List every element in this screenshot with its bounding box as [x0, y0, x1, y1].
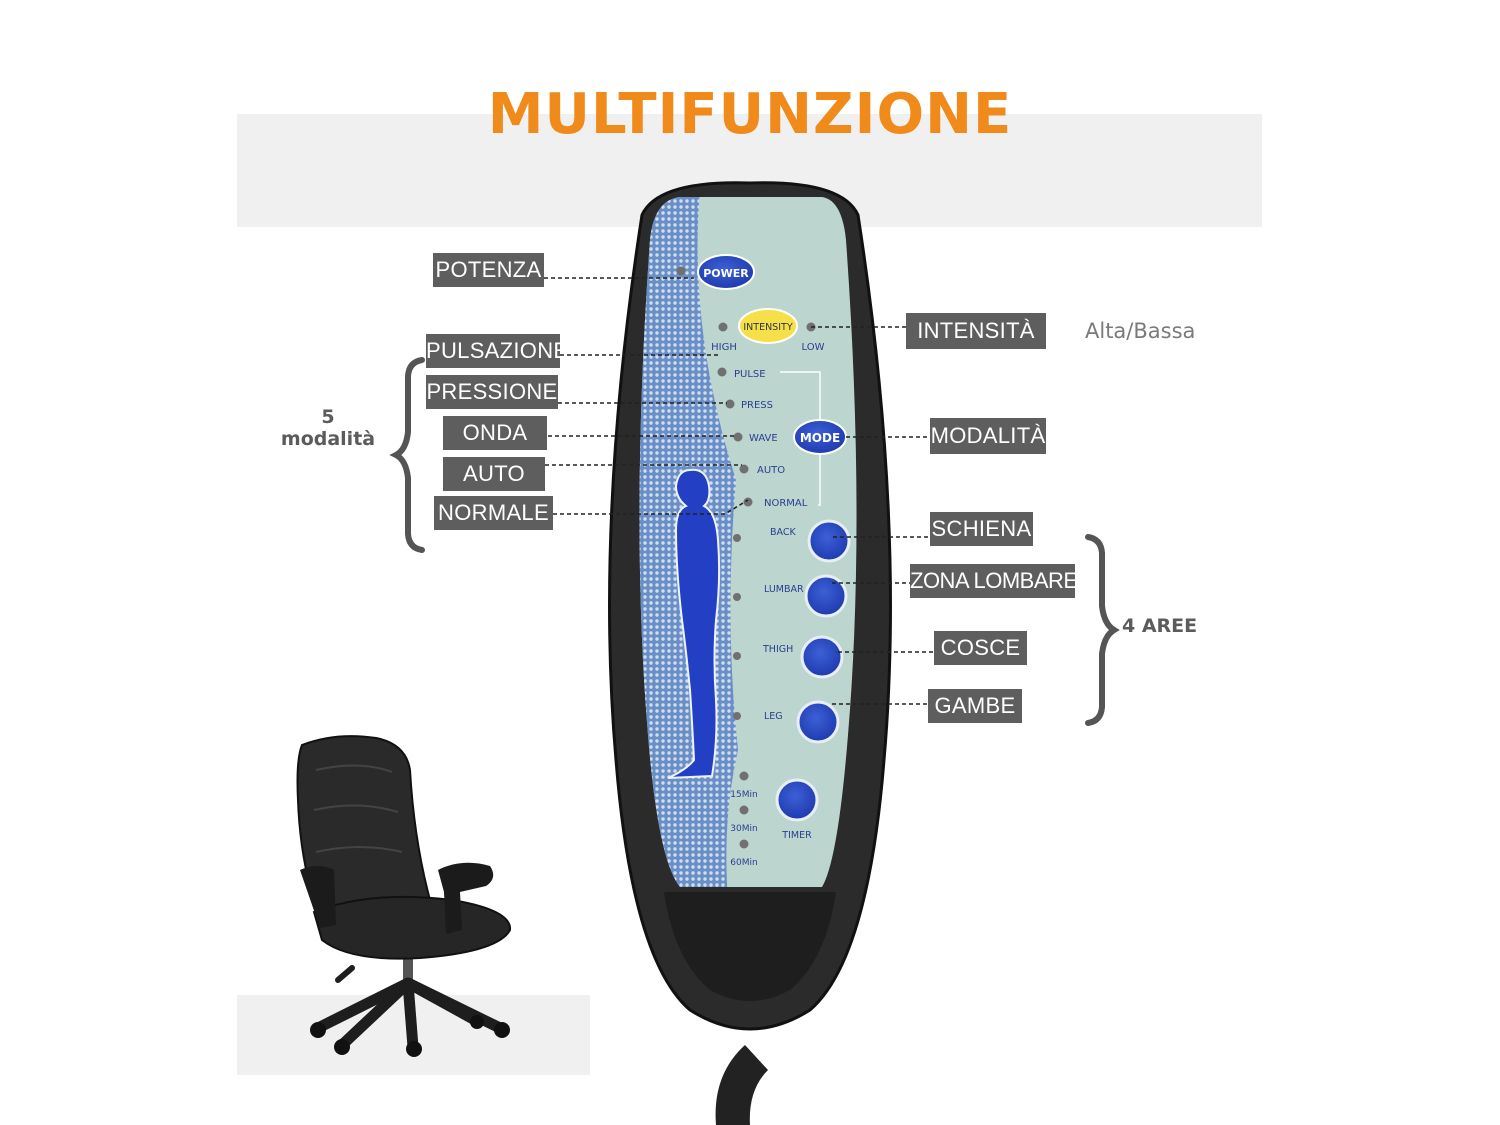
timer-30-led [739, 805, 749, 815]
pulse-led [717, 367, 727, 377]
high-led [718, 322, 728, 332]
mode-label-press: PRESS [741, 400, 773, 411]
area-label-thigh: THIGH [762, 644, 793, 655]
normal-led [743, 497, 753, 507]
intensity-button[interactable] [738, 308, 798, 344]
press-led [725, 399, 735, 409]
back-button[interactable] [807, 519, 851, 563]
human-body-icon [667, 468, 721, 779]
low-label: LOW [802, 342, 825, 353]
power-button-label: POWER [703, 267, 749, 280]
leg-led [733, 712, 741, 720]
back-led [733, 534, 741, 542]
mode-button-label: MODE [800, 431, 840, 445]
label-potenza: POTENZA [433, 253, 544, 287]
mode-label-wave: WAVE [749, 433, 778, 444]
label-schiena: SCHIENA [930, 512, 1033, 546]
intensity-range-note: Alta/Bassa [1085, 319, 1196, 343]
area-label-leg: LEG [764, 711, 783, 722]
timer-15-led [739, 771, 749, 781]
leader-lines [544, 277, 934, 705]
timer-60-led [739, 839, 749, 849]
area-label-lumbar: LUMBAR [764, 584, 804, 595]
timer-option-60: 60Min [730, 858, 757, 868]
areas-count-label: 4 AREE [1122, 615, 1198, 637]
remote-base [664, 892, 836, 1001]
label-zona-lombare: ZONA LOMBARE [910, 564, 1078, 598]
modes-count-label: 5 modalità [270, 406, 386, 450]
lumbar-button[interactable] [804, 574, 848, 618]
mode-label-pulse: PULSE [734, 369, 766, 380]
lumbar-led [733, 593, 741, 601]
timer-label: TIMER [781, 830, 812, 841]
auto-led [739, 464, 749, 474]
label-onda: ONDA [443, 416, 547, 450]
page-title: MULTIFUNZIONE [487, 82, 1013, 147]
label-modalita: MODALITÀ [930, 418, 1046, 454]
areas-brace [1085, 534, 1120, 726]
label-pulsazione: PULSAZIONE [426, 334, 568, 368]
modes-brace [389, 357, 425, 553]
thigh-button[interactable] [800, 635, 844, 679]
timer-option-30: 30Min [730, 824, 757, 834]
modes-count-number: 5 [321, 406, 335, 428]
timer-button[interactable] [775, 778, 819, 822]
area-label-back: BACK [770, 527, 796, 538]
mode-label-auto: AUTO [757, 465, 785, 476]
label-gambe: GAMBE [928, 689, 1022, 723]
label-pressione: PRESSIONE [426, 375, 558, 409]
label-cosce: COSCE [934, 631, 1027, 665]
label-normale: NORMALE [434, 496, 553, 530]
intensity-button-label: INTENSITY [743, 322, 792, 333]
leg-button[interactable] [796, 700, 840, 744]
timer-option-15: 15Min [730, 790, 757, 800]
high-label: HIGH [711, 342, 737, 353]
modes-count-word: modalità [280, 428, 376, 450]
thigh-led [733, 652, 741, 660]
office-chair-icon [296, 735, 512, 1057]
mode-label-normal: NORMAL [764, 498, 808, 509]
power-button[interactable] [697, 254, 755, 290]
wave-led [733, 432, 743, 442]
label-auto: AUTO [443, 457, 545, 491]
label-intensita: INTENSITÀ [906, 313, 1046, 349]
remote-cable [715, 1045, 768, 1125]
power-led [676, 266, 686, 276]
